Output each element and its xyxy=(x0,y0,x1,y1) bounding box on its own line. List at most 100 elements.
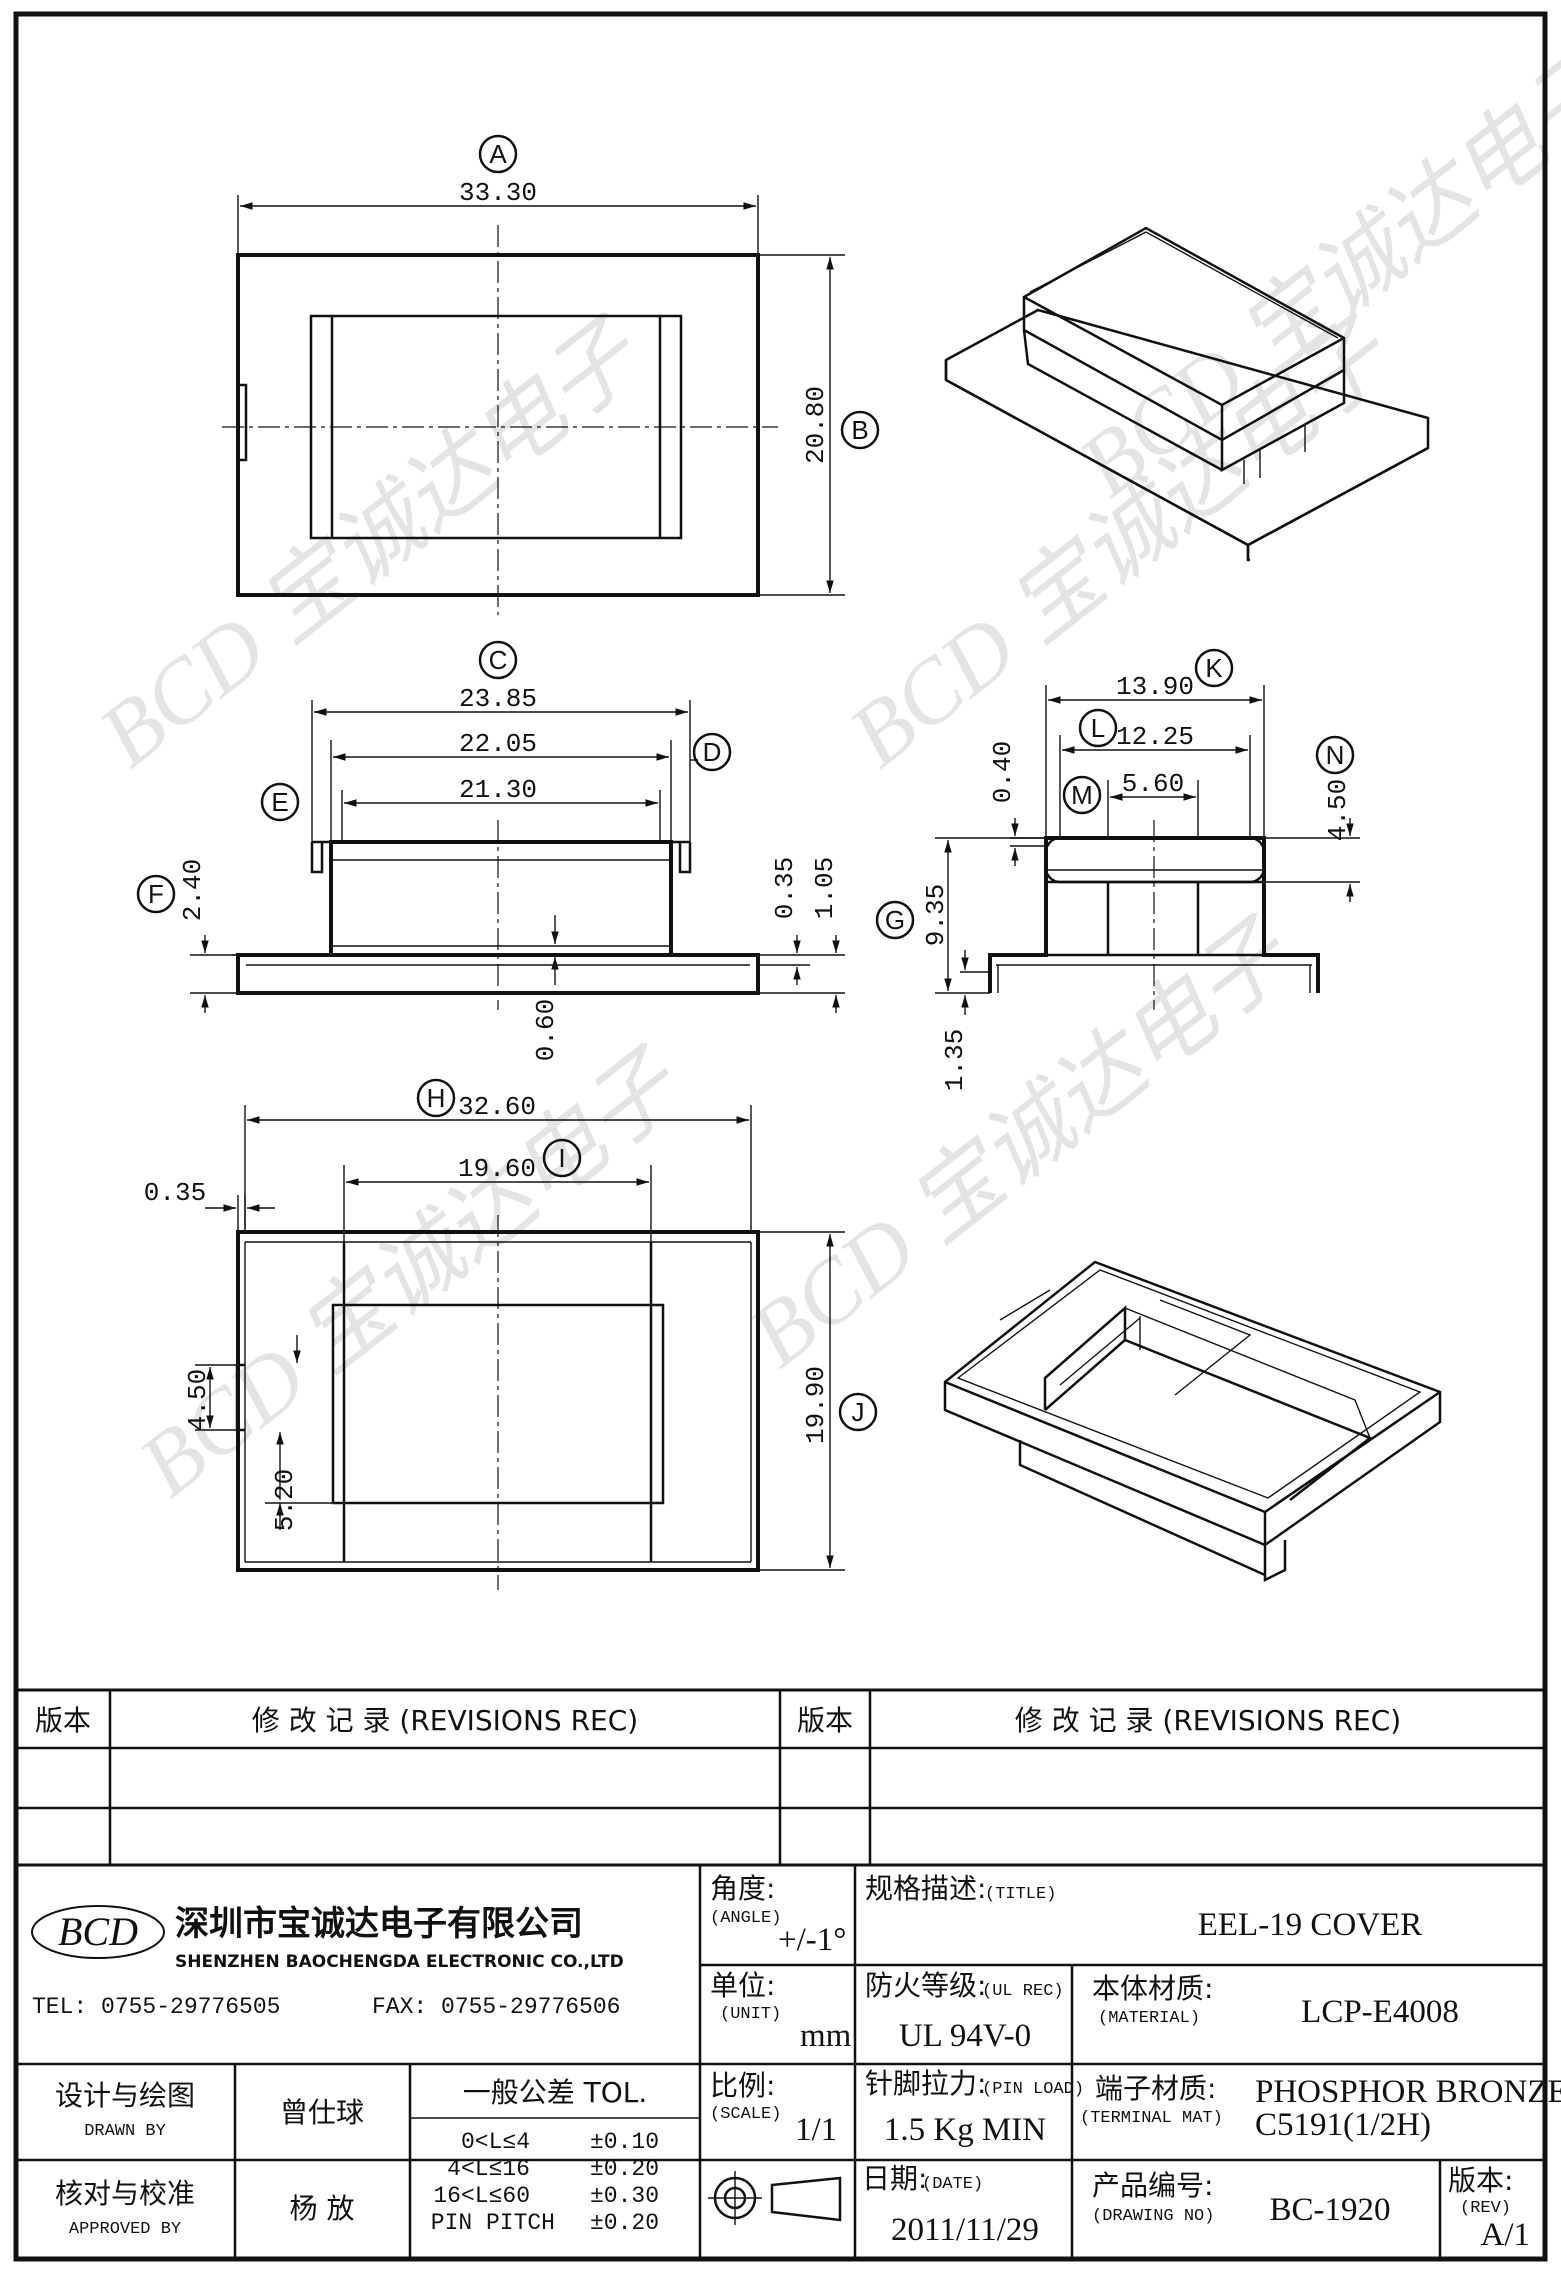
dim-060-value: 0.60 xyxy=(531,999,561,1061)
designer-label-en: DRAWN BY xyxy=(84,2122,166,2141)
dim-b-value: 20.80 xyxy=(801,386,831,464)
dim-l-value: 12.25 xyxy=(1116,722,1194,752)
ul-value: UL 94V-0 xyxy=(899,2018,1031,2054)
angle-label: 角度: xyxy=(710,1872,775,1905)
revisions-header-right: 修 改 记 录 (REVISIONS REC) xyxy=(1015,1704,1401,1737)
watermark-text: BCD 宝诚达电子 xyxy=(831,302,1411,785)
angle-label-en: (ANGLE) xyxy=(710,1909,781,1928)
label-n: N xyxy=(1326,740,1345,770)
date-label: 日期: xyxy=(862,2162,927,2195)
dim-d-value: 22.05 xyxy=(459,729,537,759)
dim-v520-value: 5.20 xyxy=(270,1469,300,1531)
ul-label: 防火等级: xyxy=(865,1969,986,2002)
company-logo: BCD xyxy=(31,1905,165,1959)
label-d: D xyxy=(703,737,722,767)
label-f: F xyxy=(148,879,164,909)
company-name-en: SHENZHEN BAOCHENGDA ELECTRONIC CO.,LTD xyxy=(175,1952,624,1972)
revisions-header-left: 修 改 记 录 (REVISIONS REC) xyxy=(252,1704,638,1737)
dim-w035-value: 0.35 xyxy=(144,1178,206,1208)
tol-value: ±0.20 xyxy=(590,2210,659,2236)
label-l: L xyxy=(1091,713,1105,743)
front-view: 23.85 C 22.05 21.30 D E 2.40 F 0.35 1.0 xyxy=(136,640,845,1061)
tol-range: 16<L≤60 xyxy=(433,2183,530,2209)
label-b: B xyxy=(851,415,868,445)
tolerance-header: 一般公差 TOL. xyxy=(463,2076,648,2109)
terminal-value-line2: C5191(1/2H) xyxy=(1255,2107,1431,2143)
title-label: 规格描述: xyxy=(865,1872,986,1905)
unit-label: 单位: xyxy=(710,1969,775,2002)
watermark-text: BCD 宝诚达电子 xyxy=(121,1032,701,1515)
title-value: EEL-19 COVER xyxy=(1198,1907,1423,1943)
watermark-text: BCD 宝诚达电子 xyxy=(81,302,661,785)
iso-view-bottom xyxy=(943,1260,1442,1583)
checker-label: 核对与校准 xyxy=(55,2177,195,2210)
label-m: M xyxy=(1071,780,1093,810)
dim-a-value: 33.30 xyxy=(459,178,537,208)
angle-value: +/-1° xyxy=(778,1922,846,1958)
dim-c-value: 23.85 xyxy=(459,684,537,714)
scale-value: 1/1 xyxy=(795,2112,837,2148)
rev-header-left: 版本 xyxy=(35,1704,91,1737)
drawing-no-label-en: (DRAWING NO) xyxy=(1092,2207,1214,2226)
dim-i-value: 19.60 xyxy=(458,1154,536,1184)
tol-value: ±0.10 xyxy=(590,2129,659,2155)
dim-105-value: 1.05 xyxy=(810,857,840,919)
ul-label-en: (UL REC) xyxy=(982,1982,1064,2001)
unit-label-en: (UNIT) xyxy=(720,2005,781,2024)
tol-value: ±0.30 xyxy=(590,2183,659,2209)
drawing-no-value: BC-1920 xyxy=(1269,2192,1390,2228)
pin-load-value: 1.5 Kg MIN xyxy=(884,2112,1046,2148)
terminal-value-line1: PHOSPHOR BRONZE: xyxy=(1255,2074,1561,2110)
scale-label: 比例: xyxy=(710,2069,775,2102)
projection-symbol-icon xyxy=(708,2171,842,2225)
rev-label: 版本: xyxy=(1448,2164,1513,2197)
company-tel: TEL: 0755-29776505 xyxy=(32,1994,280,2020)
label-a: A xyxy=(489,139,507,169)
dim-m-value: 5.60 xyxy=(1122,769,1184,799)
rev-value: A/1 xyxy=(1481,2217,1531,2253)
date-value: 2011/11/29 xyxy=(891,2212,1039,2248)
dim-h-value: 32.60 xyxy=(458,1092,536,1122)
unit-value: mm xyxy=(800,2018,852,2054)
dim-g-value: 9.35 xyxy=(921,884,951,946)
iso-view-top xyxy=(944,226,1430,562)
logo-text: BCD xyxy=(58,1909,138,1954)
label-c: C xyxy=(489,645,508,675)
company-fax: FAX: 0755-29776506 xyxy=(372,1994,620,2020)
label-j: J xyxy=(852,1397,865,1427)
material-value: LCP-E4008 xyxy=(1301,1994,1459,2030)
label-k: K xyxy=(1205,653,1223,683)
top-view: 33.30 A 20.80 B xyxy=(222,134,880,615)
terminal-label: 端子材质: xyxy=(1095,2072,1216,2105)
designer-name: 曾仕球 xyxy=(280,2096,364,2129)
checker-label-en: APPROVED BY xyxy=(69,2220,181,2239)
watermark-text: BCD 宝诚达电子 xyxy=(731,902,1311,1385)
title-block: 版本 修 改 记 录 (REVISIONS REC) 版本 修 改 记 录 (R… xyxy=(14,1688,1561,2261)
side-view: 13.90 K 12.25 L 5.60 M 0.40 4.50 N xyxy=(875,648,1360,1091)
tol-range: 4<L≤16 xyxy=(447,2156,530,2182)
material-label-en: (MATERIAL) xyxy=(1098,2009,1200,2028)
tol-range: 0<L≤4 xyxy=(461,2129,530,2155)
scale-label-en: (SCALE) xyxy=(710,2105,781,2124)
dim-135-value: 1.35 xyxy=(940,1029,970,1091)
dim-d-inner-value: 21.30 xyxy=(459,775,537,805)
title-label-en: (TITLE) xyxy=(985,1885,1056,1904)
label-i: I xyxy=(558,1143,565,1173)
pin-load-label-en: (PIN LOAD) xyxy=(982,2080,1084,2099)
designer-label: 设计与绘图 xyxy=(55,2079,195,2112)
rev-header-right: 版本 xyxy=(797,1704,853,1737)
bottom-view: 32.60 H 19.60 I 0.35 19.90 J 4.50 5.20 xyxy=(144,1078,878,1590)
date-label-en: (DATE) xyxy=(922,2175,983,2194)
dim-v450-value: 4.50 xyxy=(183,1369,213,1431)
label-h: H xyxy=(427,1083,446,1113)
dim-j-value: 19.90 xyxy=(801,1366,831,1444)
company-name-cn: 深圳市宝诚达电子有限公司 xyxy=(175,1904,583,1944)
terminal-label-en: (TERMINAL MAT) xyxy=(1080,2109,1223,2128)
pin-load-label: 针脚拉力: xyxy=(865,2067,986,2100)
dim-k-value: 13.90 xyxy=(1116,672,1194,702)
dim-040-value: 0.40 xyxy=(988,741,1018,803)
dim-f-value: 2.40 xyxy=(178,859,208,921)
material-label: 本体材质: xyxy=(1092,1972,1213,2005)
dim-n-value: 4.50 xyxy=(1323,779,1353,841)
